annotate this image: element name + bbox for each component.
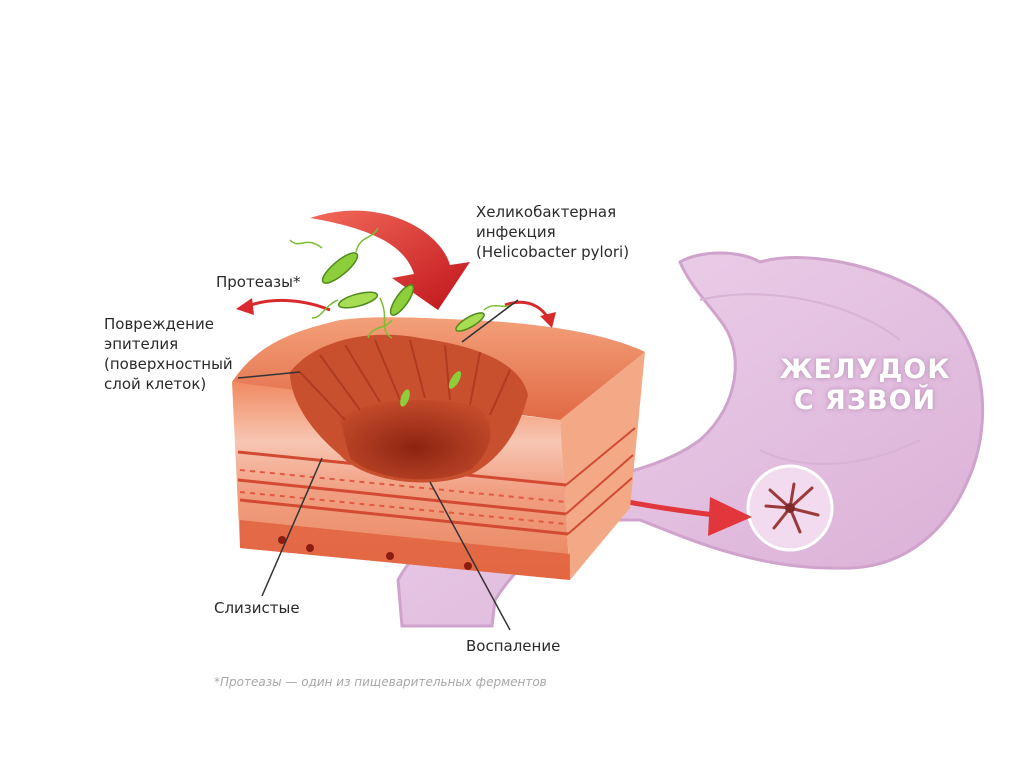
stomach-ulcer-icon xyxy=(748,466,832,550)
stomach-title: ЖЕЛУДОК С ЯЗВОЙ xyxy=(770,354,960,416)
label-proteases: Протеазы* xyxy=(216,272,300,292)
infection-arrow xyxy=(310,211,470,310)
tissue-block xyxy=(232,317,645,580)
stomach-title-line1: ЖЕЛУДОК xyxy=(770,354,960,385)
proteases-arrow xyxy=(236,298,330,315)
label-damage-line3: (поверхностный xyxy=(104,354,233,374)
label-infection-line2: инфекция xyxy=(476,222,556,242)
label-mucous: Слизистые xyxy=(214,598,300,618)
label-damage-line4: слой клеток) xyxy=(104,374,206,394)
label-infection-line1: Хеликобактерная xyxy=(476,202,616,222)
label-damage-line2: эпителия xyxy=(104,334,178,354)
label-inflammation: Воспаление xyxy=(466,636,560,656)
label-infection-line3: (Helicobacter pylori) xyxy=(476,242,629,262)
stomach-title-line2: С ЯЗВОЙ xyxy=(770,385,960,416)
footnote: *Протеазы — один из пищеварительных ферм… xyxy=(214,675,547,689)
label-damage-line1: Повреждение xyxy=(104,314,214,334)
